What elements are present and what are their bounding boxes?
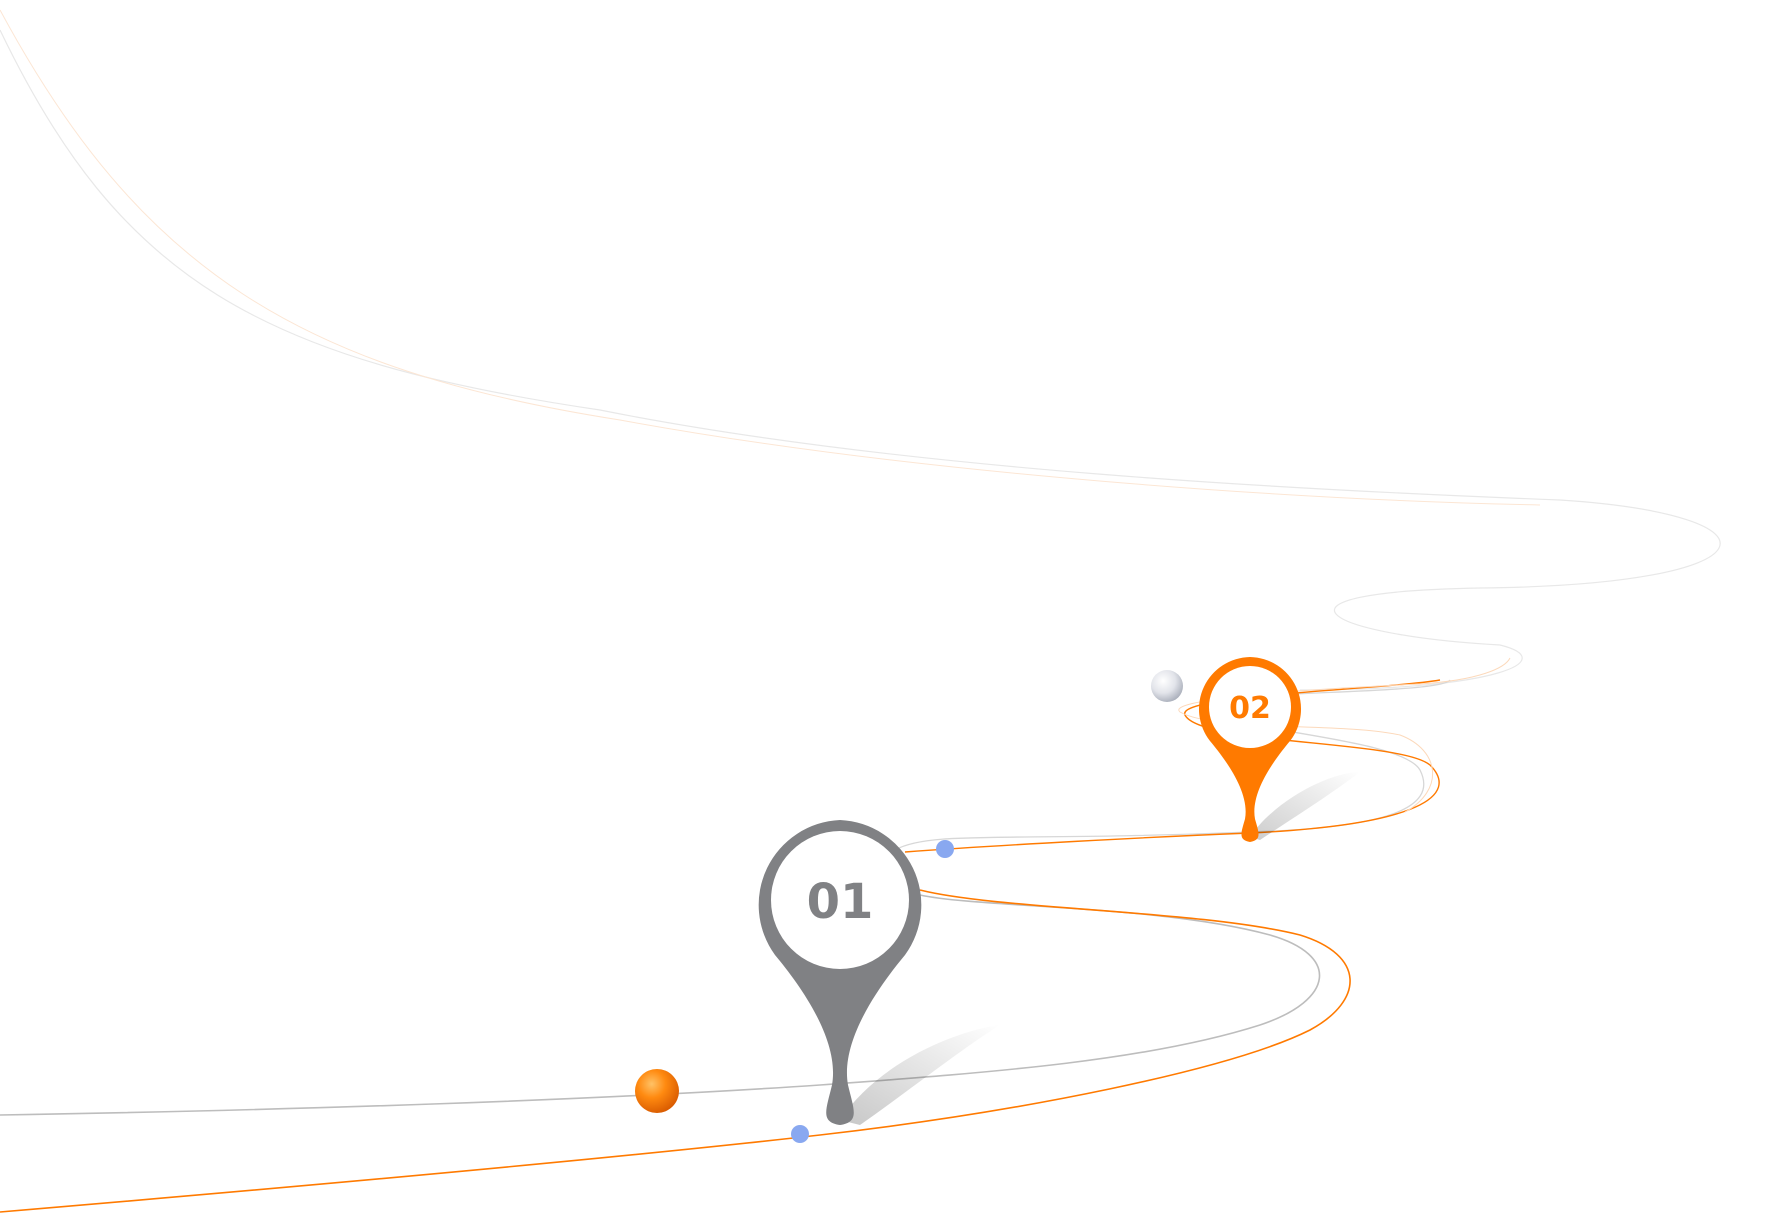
background-swoosh-line <box>0 9 1541 506</box>
lower-road-orange <box>0 889 1351 1213</box>
marker-02-face <box>1209 666 1291 748</box>
marker-02-number: 02 <box>1229 691 1271 726</box>
marker-01[interactable]: 01 <box>758 820 922 1125</box>
upper-road-grey <box>894 679 1451 851</box>
marker-shadow <box>840 1025 1000 1125</box>
upper-road-orange <box>904 679 1441 853</box>
lower-road-grey <box>0 894 1321 1116</box>
background-swoosh-line <box>0 29 1721 691</box>
upper-road-orange-faint <box>1178 657 1511 813</box>
orange-ball <box>635 1069 679 1113</box>
marker-shadow <box>1250 772 1360 840</box>
blue-dot <box>791 1125 809 1143</box>
silver-ball <box>1151 670 1183 702</box>
marker-01-number: 01 <box>807 874 874 930</box>
marker-02[interactable]: 02 <box>1198 657 1302 842</box>
blue-dot <box>936 840 954 858</box>
marker-01-face <box>771 831 909 969</box>
